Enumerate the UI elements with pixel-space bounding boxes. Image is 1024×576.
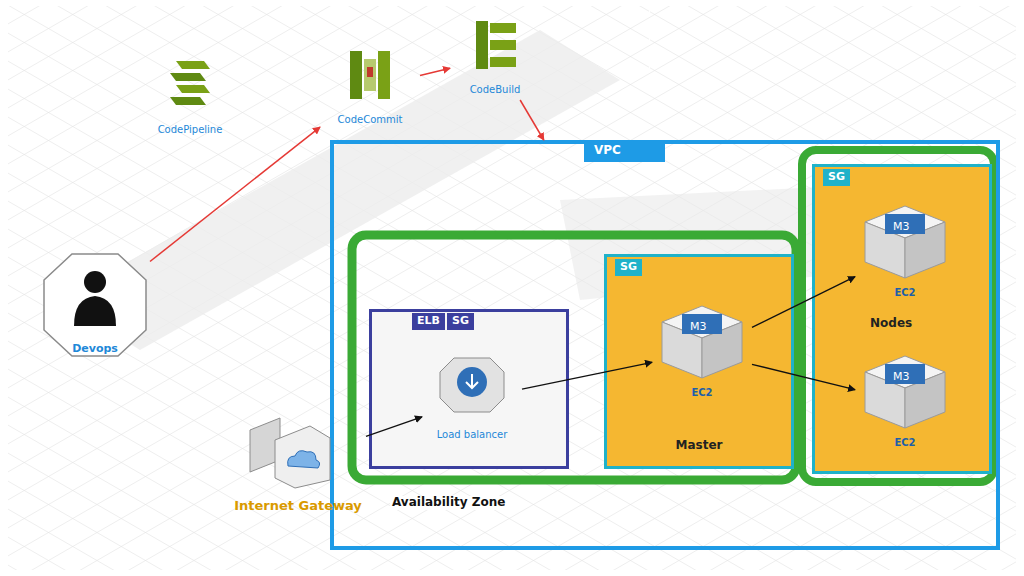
node-label: SG [823,169,850,186]
commit-symbol [320,45,420,105]
cube-symbol [855,202,955,284]
node-label: Nodes [870,317,912,331]
vpc-region: VPCELBSGLoad balancerSGMasterM3EC2SGNode… [330,140,1000,550]
zone-label: Availability Zone [390,496,507,510]
cube-symbol [855,202,955,280]
build-symbol [450,15,540,75]
node-label: M3 [690,321,707,334]
devops-octagon: Devops [40,250,150,360]
node-label: CodeCommit [338,114,403,126]
cube-symbol [652,302,752,380]
node-label: M3 [893,221,910,234]
zone-band [802,150,994,482]
commit-symbol [320,45,420,109]
load-balancer-icon: Load balancer [422,352,522,447]
master-security-group: SG Master M3EC2 [604,254,794,469]
cube-symbol [855,352,955,434]
ec2-instance: M3EC2 [855,202,955,302]
pipeline-arrow [420,68,450,75]
node-label: EC2 [894,437,915,449]
pipeline-symbol [140,55,240,119]
codepipeline-icon: CodePipeline [140,55,240,140]
node-label: Devops [72,343,118,356]
pipeline-arrow [520,100,544,140]
node-label: CodePipeline [158,124,223,136]
node-label: EC2 [691,387,712,399]
zone-band [352,235,796,480]
gateway-symbol [230,400,355,490]
nodes-security-group: SGNodesM3EC2M3EC2 [812,164,992,474]
node-label: ELB [412,313,445,330]
node-label: EC2 [894,287,915,299]
cube-symbol [652,302,752,384]
build-symbol [450,15,540,79]
pipeline-arrow [150,127,320,261]
node-label: M3 [893,371,910,384]
elb-security-group: ELBSG Load balancer [369,309,569,469]
node-label: CodeBuild [470,84,521,96]
ec2-instance: M3EC2 [652,302,752,402]
node-label: Load balancer [437,429,508,441]
node-label: SG [447,313,474,330]
node-label: Master [676,439,723,453]
lb-symbol [422,352,522,422]
ec2-instance: M3EC2 [855,352,955,452]
codebuild-icon: CodeBuild [450,15,540,100]
codecommit-icon: CodeCommit [320,45,420,130]
node-label: Internet Gateway [234,499,362,514]
node-label: VPC [584,140,665,162]
gateway-symbol [230,400,355,494]
lb-symbol [422,352,522,426]
node-label: SG [615,259,642,276]
internet-gateway: Internet Gateway [230,400,366,520]
cube-symbol [855,352,955,430]
pipeline-symbol [140,55,240,115]
